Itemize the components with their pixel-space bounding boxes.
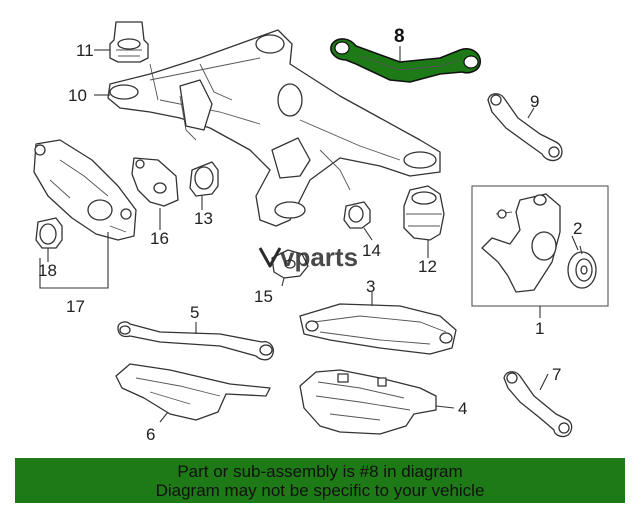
callout-2: 2 [573, 219, 582, 238]
part-15-bracket[interactable] [271, 249, 309, 279]
part-17-bracket[interactable] [33, 139, 137, 241]
watermark-text: vparts [280, 242, 358, 272]
callout-13: 13 [194, 209, 213, 228]
part-12-mount[interactable] [403, 185, 445, 241]
callout-5: 5 [190, 303, 199, 322]
callout-4: 4 [458, 399, 467, 418]
callout-1: 1 [535, 319, 544, 338]
callout-9: 9 [530, 92, 539, 111]
part-9-arm[interactable] [487, 93, 563, 162]
info-banner: Part or sub-assembly is #8 in diagram Di… [15, 458, 625, 503]
callout-10: 10 [68, 86, 87, 105]
part-16-bracket[interactable] [131, 157, 179, 207]
watermark-logo: vparts [258, 242, 358, 272]
callout-17: 17 [66, 297, 85, 316]
part-10-subframe[interactable] [107, 29, 441, 227]
part-11-bushing[interactable] [109, 21, 149, 63]
callout-12: 12 [418, 257, 437, 276]
callout-11: 11 [76, 41, 94, 60]
callout-14: 14 [362, 241, 381, 260]
part-6-shield[interactable] [115, 363, 271, 421]
part-3-control-arm[interactable] [299, 303, 457, 355]
part-1-knuckle-assembly[interactable] [471, 185, 609, 307]
callout-8: 8 [394, 26, 405, 47]
callout-15: 15 [254, 287, 273, 306]
part-2-hub-bearing[interactable] [567, 251, 597, 289]
part-4-cover[interactable] [299, 369, 437, 435]
part-7-arm[interactable] [503, 371, 573, 438]
part-14-bushing[interactable] [343, 201, 371, 229]
banner-line-1: Part or sub-assembly is #8 in diagram [177, 461, 463, 481]
leader-lines [39, 46, 583, 423]
callout-7: 7 [552, 365, 561, 384]
banner-line-2: Diagram may not be specific to your vehi… [155, 480, 485, 500]
callout-3: 3 [366, 277, 375, 296]
callout-18: 18 [38, 261, 57, 280]
callout-6: 6 [146, 425, 155, 444]
parts-diagram: 11 10 8 9 13 16 18 17 14 12 15 5 3 1 2 6… [33, 21, 609, 444]
part-13-bushing[interactable] [189, 161, 219, 197]
part-5-lateral-arm[interactable] [117, 321, 274, 361]
callout-16: 16 [150, 229, 169, 248]
part-18-bushing[interactable] [35, 217, 63, 249]
part-8-control-arm[interactable] [330, 38, 482, 83]
